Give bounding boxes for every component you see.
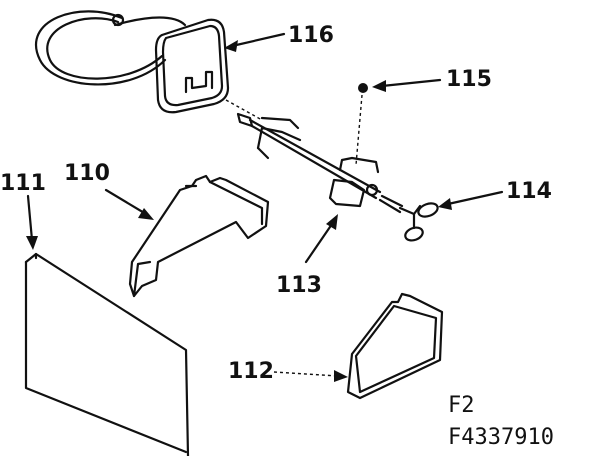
part-number: F4337910: [448, 425, 554, 450]
leader-arrow-116: [224, 32, 286, 52]
callout-114: 114: [506, 179, 552, 204]
support-bracket-icon: [128, 174, 270, 298]
leader-arrow-115: [372, 78, 442, 92]
screw-icon: [355, 83, 368, 166]
callout-113: 113: [276, 273, 322, 298]
panel-icon: [24, 252, 190, 456]
callout-111: 111: [0, 171, 46, 196]
rotisserie-motor-icon: [34, 10, 263, 121]
callout-110: 110: [64, 161, 110, 186]
figure-id: F2: [448, 393, 475, 418]
callout-115: 115: [446, 67, 492, 92]
callout-112: 112: [228, 359, 274, 384]
leader-arrow-112: [273, 370, 348, 382]
end-plate-icon: [346, 292, 444, 400]
leader-arrow-110: [104, 188, 154, 220]
leader-arrow-114: [438, 190, 504, 210]
spit-rod-with-forks-icon: [236, 112, 404, 214]
leader-arrow-113: [304, 214, 338, 264]
leader-arrow-111: [26, 194, 38, 250]
spit-handle-icon: [398, 202, 439, 242]
callout-116: 116: [288, 23, 334, 48]
